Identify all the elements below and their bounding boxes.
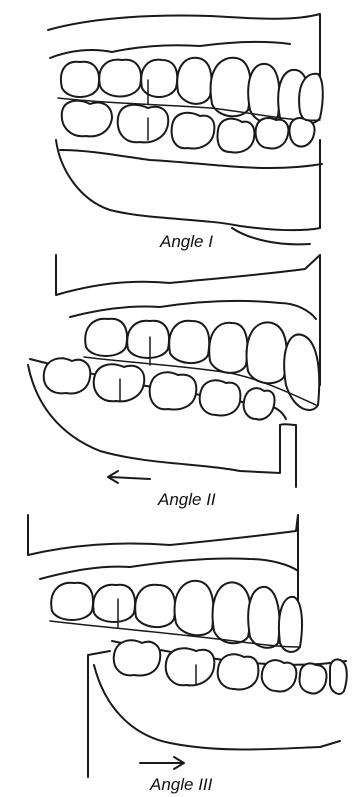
upper-gum-line — [50, 42, 290, 58]
lower-gum-line — [60, 150, 322, 168]
upper-teeth — [51, 581, 302, 652]
upper-gum-line — [40, 558, 298, 579]
panel-angle-1: Angle I — [0, 0, 355, 255]
lower-teeth — [114, 640, 347, 694]
caption-angle-2: Angle II — [158, 490, 216, 510]
lower-jaw-frame — [88, 651, 110, 777]
angle-2-teeth-illustration — [0, 255, 355, 515]
arrow-right-icon — [140, 757, 184, 769]
upper-jaw-outline — [56, 255, 320, 295]
upper-gum-line — [70, 301, 316, 319]
panel-angle-3: Angle III — [0, 515, 355, 797]
caption-angle-1: Angle I — [160, 232, 213, 252]
lower-jaw-side — [280, 424, 296, 487]
lower-jaw-outline — [56, 140, 320, 230]
panel-angle-2: Angle II — [0, 255, 355, 515]
arrow-left-icon — [108, 471, 150, 483]
caption-angle-3: Angle III — [150, 775, 212, 795]
angle-3-teeth-illustration — [0, 515, 355, 797]
upper-jaw-outline — [28, 515, 298, 555]
angle-1-teeth-illustration — [0, 0, 355, 255]
